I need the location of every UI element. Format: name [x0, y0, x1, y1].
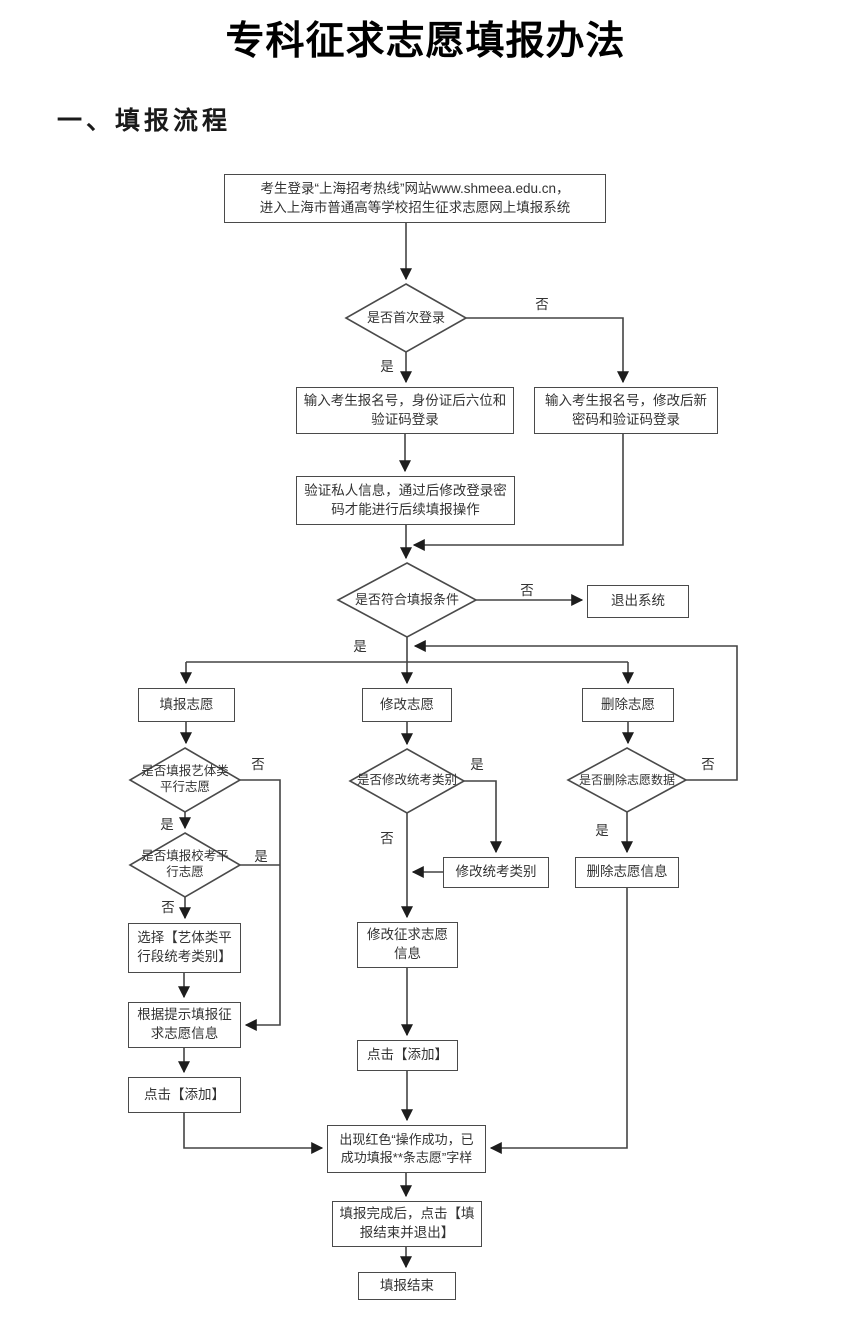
node-finish-and-exit: 填报完成后，点击【填 报结束并退出】 — [332, 1201, 482, 1247]
decision-group — [128, 283, 688, 898]
edge-label-yes: 是 — [595, 823, 609, 838]
node-modify-category: 修改统考类别 — [443, 857, 549, 888]
node-click-add-mid: 点击【添加】 — [357, 1040, 458, 1071]
edge-label-no: 否 — [535, 297, 549, 312]
node-input-returning: 输入考生报名号，修改后新 密码和验证码登录 — [534, 387, 718, 434]
edge-label-yes: 是 — [353, 639, 367, 654]
decision-school-parallel-shape — [128, 832, 242, 898]
edge-label-no: 否 — [251, 757, 265, 772]
edge-inputreturning-merge — [412, 434, 624, 551]
node-delete-volunteer: 删除志愿 — [582, 688, 674, 722]
edge-label-yes: 是 — [254, 849, 268, 864]
decision-art-parallel-shape — [128, 747, 242, 813]
node-input-first: 输入考生报名号，身份证后六位和 验证码登录 — [296, 387, 514, 434]
edge-modcatq-yes-to-modcat — [464, 780, 502, 854]
node-select-category: 选择【艺体类平 行段统考类别】 — [128, 923, 241, 973]
edge-artq-no-bypass — [240, 779, 281, 1031]
node-delete-info: 删除志愿信息 — [575, 857, 679, 888]
edge-label-yes: 是 — [380, 359, 394, 374]
edge-label-no: 否 — [380, 831, 394, 846]
edge-label-no: 否 — [701, 757, 715, 772]
edge-label-no: 否 — [520, 583, 534, 598]
node-fill-volunteer: 填报志愿 — [138, 688, 235, 722]
edge-group — [178, 223, 738, 1269]
node-exit-system: 退出系统 — [587, 585, 689, 618]
node-login: 考生登录“上海招考热线”网站www.shmeea.edu.cn， 进入上海市普通… — [224, 174, 606, 223]
node-verify: 验证私人信息，通过后修改登录密 码才能进行后续填报操作 — [296, 476, 515, 525]
decision-modify-category-shape — [348, 748, 466, 814]
node-end: 填报结束 — [358, 1272, 456, 1300]
page-title: 专科征求志愿填报办法 — [225, 20, 626, 63]
node-modify-volunteer: 修改志愿 — [362, 688, 452, 722]
edge-label-no: 否 — [161, 900, 175, 915]
edge-firstloginq-no-to-inputreturning — [466, 317, 629, 384]
decision-eligible-shape — [336, 562, 478, 638]
edge-label-yes: 是 — [160, 817, 174, 832]
edge-deletedataq-no-return — [413, 640, 738, 781]
node-modify-info: 修改征求志愿 信息 — [357, 922, 458, 968]
edge-label-yes: 是 — [470, 757, 484, 772]
node-click-add-left: 点击【添加】 — [128, 1077, 241, 1113]
node-fill-per-prompt: 根据提示填报征 求志愿信息 — [128, 1002, 241, 1048]
edge-delinfo-to-success — [489, 888, 628, 1154]
node-success-message: 出现红色“操作成功，已 成功填报**条志愿”字样 — [327, 1125, 486, 1173]
decision-delete-data-shape — [566, 747, 688, 813]
edge-addleft-to-success — [183, 1113, 324, 1154]
section-heading: 一、填报流程 — [57, 107, 232, 135]
decision-first-login-shape — [344, 283, 468, 353]
